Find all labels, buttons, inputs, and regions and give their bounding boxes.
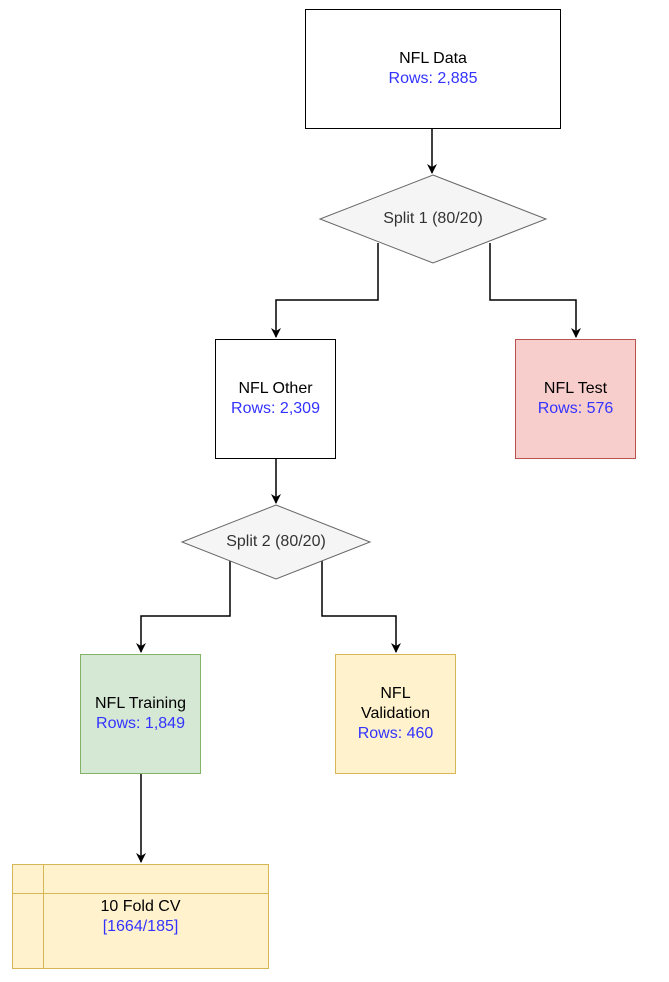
edge-split1-to-other	[271, 243, 379, 338]
nfl-test-node: NFL Test Rows: 576	[515, 339, 636, 459]
nfl-other-rows: Rows: 2,309	[231, 400, 320, 417]
nfl-data-node: NFL Data Rows: 2,885	[305, 9, 561, 129]
cv-internal-divider-horizontal	[13, 893, 268, 894]
cv-internal-divider-vertical	[43, 865, 44, 968]
cv-text-block: 10 Fold CV [1664/185]	[13, 897, 268, 937]
nfl-other-node: NFL Other Rows: 2,309	[215, 339, 336, 459]
cv-title: 10 Fold CV	[100, 898, 181, 915]
cv-split: [1664/185]	[102, 918, 179, 935]
nfl-test-rows: Rows: 576	[537, 400, 614, 417]
nfl-validation-rows: Rows: 460	[357, 725, 434, 742]
nfl-training-title: NFL Training	[95, 695, 186, 712]
nfl-validation-title-line1: NFL	[380, 685, 411, 702]
nfl-training-rows: Rows: 1,849	[96, 715, 185, 732]
edge-split1-to-test	[489, 243, 581, 338]
edge-split2-to-validation	[321, 560, 401, 653]
split1-label: Split 1 (80/20)	[383, 210, 483, 227]
nfl-data-rows: Rows: 2,885	[388, 70, 478, 87]
nfl-training-node: NFL Training Rows: 1,849	[80, 654, 201, 774]
nfl-other-title: NFL Other	[238, 380, 313, 397]
nfl-data-title: NFL Data	[399, 50, 467, 67]
edge-split2-to-training	[136, 560, 231, 653]
split2-label: Split 2 (80/20)	[226, 533, 326, 550]
cv-node: 10 Fold CV [1664/185]	[12, 864, 269, 969]
nfl-validation-node: NFL Validation Rows: 460	[335, 654, 456, 774]
nfl-test-title: NFL Test	[543, 380, 608, 397]
nfl-validation-title-line2: Validation	[360, 705, 431, 722]
